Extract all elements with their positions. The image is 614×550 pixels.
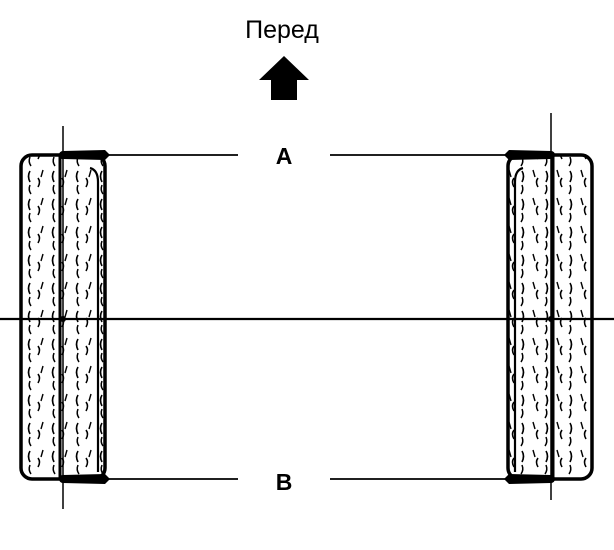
right-front-marker bbox=[504, 150, 551, 160]
right-rear-marker bbox=[504, 474, 551, 484]
direction-label: Перед bbox=[245, 16, 319, 44]
right-wheel bbox=[504, 113, 594, 500]
up-arrow-icon bbox=[259, 56, 309, 100]
left-rear-marker bbox=[63, 474, 110, 484]
left-front-marker bbox=[63, 150, 110, 160]
measurement-a-label: A bbox=[276, 143, 293, 169]
measurement-b: B bbox=[108, 469, 505, 495]
left-wheel bbox=[19, 126, 110, 509]
measurement-b-label: B bbox=[276, 469, 293, 495]
measurement-a: A bbox=[108, 143, 505, 169]
